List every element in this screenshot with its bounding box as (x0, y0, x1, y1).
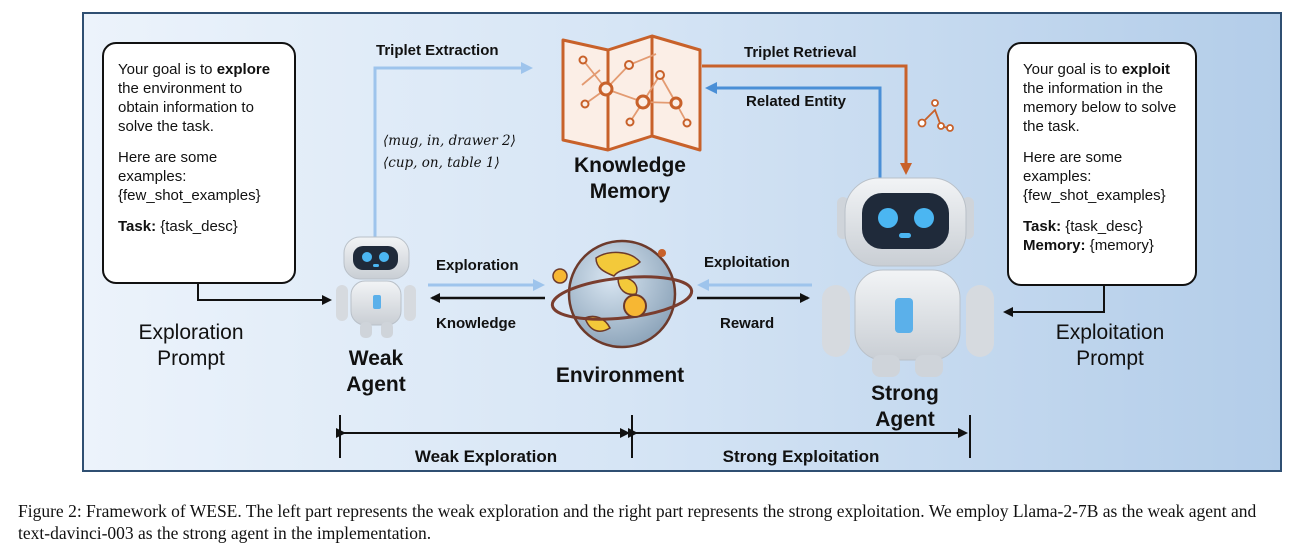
triplet-example-2: ⟨cup, on, table 1⟩ (383, 155, 500, 171)
instruction-text-rest: the information in the memory below to s… (1023, 80, 1177, 135)
figure-caption: Figure 2: Framework of WESE. The left pa… (18, 501, 1257, 543)
triplet-glyph-icon (917, 99, 954, 132)
exploration-prompt-caption: Exploration Prompt (138, 321, 244, 370)
triplet-retrieval-label: Triplet Retrieval (744, 44, 857, 61)
exploration-label: Exploration (436, 257, 519, 274)
exploitation-prompt-task: Task: {task_desc} (1023, 217, 1185, 236)
memory-label: Memory: (1023, 237, 1086, 254)
instruction-keyword: exploit (1121, 61, 1171, 78)
exploitation-prompt-examples: Here are some examples: {few_shot_exampl… (1023, 149, 1166, 204)
exploration-prompt-examples: Here are some examples: {few_shot_exampl… (118, 149, 261, 204)
related-entity-label: Related Entity (746, 93, 847, 110)
task-label: Task: (118, 218, 157, 235)
strong-agent-robot-icon (822, 177, 994, 377)
task-value: {task_desc} (156, 218, 238, 235)
weak-exploration-label: Weak Exploration (414, 447, 558, 466)
memory-value: {memory} (1085, 237, 1154, 254)
task-label: Task: (1023, 218, 1062, 235)
environment-label: Environment (555, 364, 685, 387)
exploration-prompt-box: Your goal is to explore the environment … (102, 42, 296, 284)
knowledge-label: Knowledge (436, 315, 517, 332)
left-prompt-arrow (197, 283, 332, 305)
exploitation-label: Exploitation (704, 254, 790, 271)
exploitation-prompt-box: Your goal is to exploit the information … (1007, 42, 1197, 286)
triplet-extraction-arrow (373, 62, 533, 238)
instruction-keyword: explore (216, 61, 271, 78)
instruction-text: Your goal is to (118, 61, 217, 78)
weak-agent-robot-icon (336, 236, 416, 338)
knowledge-memory-label: Knowledge Memory (573, 154, 686, 203)
instruction-text-rest: the environment to obtain information to… (118, 80, 254, 135)
weak-agent-label: Weak Agent (346, 347, 406, 396)
exploration-prompt-task: Task: {task_desc} (118, 217, 284, 236)
map-icon (561, 34, 702, 152)
triplet-retrieval-arrow (702, 64, 912, 175)
exploitation-prompt-caption: Exploitation Prompt (1055, 321, 1165, 370)
exploitation-prompt-memory: Memory: {memory} (1023, 236, 1185, 255)
strong-agent-label: Strong Agent (871, 382, 939, 431)
triplet-extraction-label: Triplet Extraction (376, 42, 499, 59)
environment-globe-icon (550, 239, 694, 349)
exploitation-prompt-instruction: Your goal is to exploit the information … (1023, 60, 1185, 136)
triplet-example-1: ⟨mug, in, drawer 2⟩ (383, 133, 516, 149)
reward-label: Reward (720, 315, 775, 332)
right-prompt-arrow (1003, 285, 1105, 317)
strong-exploitation-label: Strong Exploitation (722, 447, 880, 466)
task-value: {task_desc} (1061, 218, 1143, 235)
instruction-text: Your goal is to (1023, 61, 1122, 78)
exploration-prompt-instruction: Your goal is to explore the environment … (118, 60, 284, 136)
related-entity-arrow (705, 82, 882, 178)
